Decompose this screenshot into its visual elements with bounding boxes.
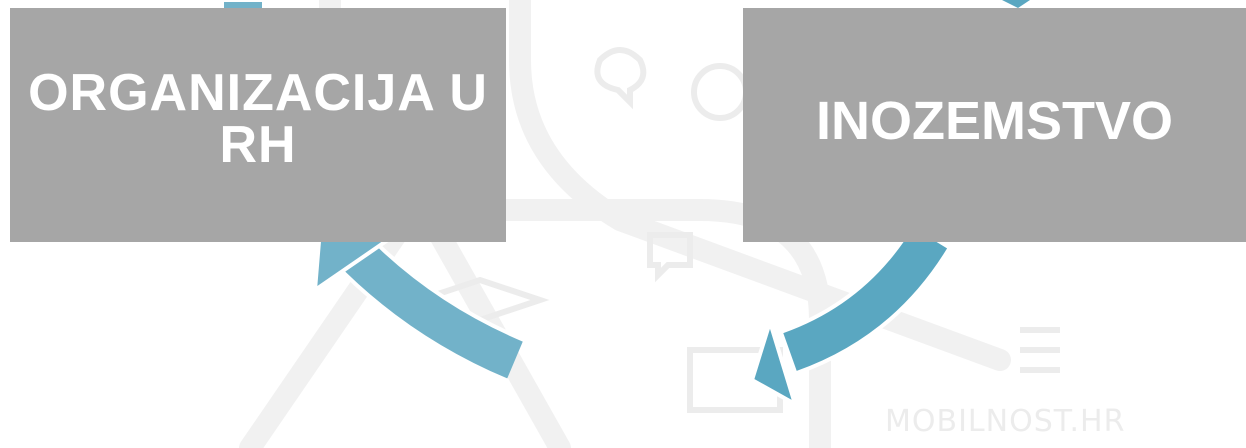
box-organizacija-label: ORGANIZACIJA U RH bbox=[28, 67, 488, 171]
box-inozemstvo: INOZEMSTVO bbox=[743, 8, 1246, 242]
watermark-text: MOBILNOST.HR bbox=[885, 404, 1125, 439]
arrow-top-right-fragment bbox=[1002, 0, 1030, 8]
box-organizacija: ORGANIZACIJA U RH bbox=[10, 8, 506, 242]
arrow-right-curved bbox=[752, 238, 930, 404]
box-inozemstvo-label: INOZEMSTVO bbox=[816, 90, 1173, 152]
